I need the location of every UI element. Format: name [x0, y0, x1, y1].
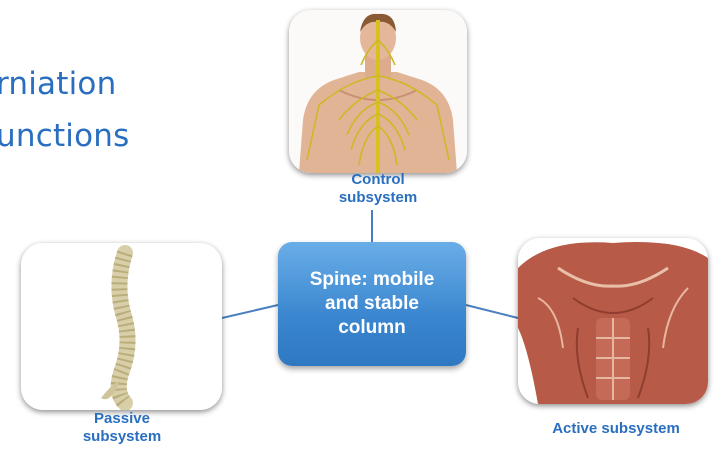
active-subsystem-label: Active subsystem [526, 420, 706, 438]
active-subsystem-image [518, 238, 708, 404]
passive-subsystem-image [21, 243, 222, 410]
control-subsystem-image [289, 10, 467, 173]
passive-subsystem-label: Passive subsystem [62, 410, 182, 446]
center-spine-node: Spine: mobile and stable column [278, 242, 466, 366]
connector-passive [222, 305, 278, 318]
torso-muscles-figure-icon [518, 238, 708, 404]
nervous-system-figure-icon [289, 10, 467, 173]
spinal-column-figure-icon [21, 243, 222, 410]
center-spine-label: Spine: mobile and stable column [292, 268, 452, 340]
control-subsystem-label: Control subsystem [318, 171, 438, 207]
connector-active [466, 305, 518, 318]
